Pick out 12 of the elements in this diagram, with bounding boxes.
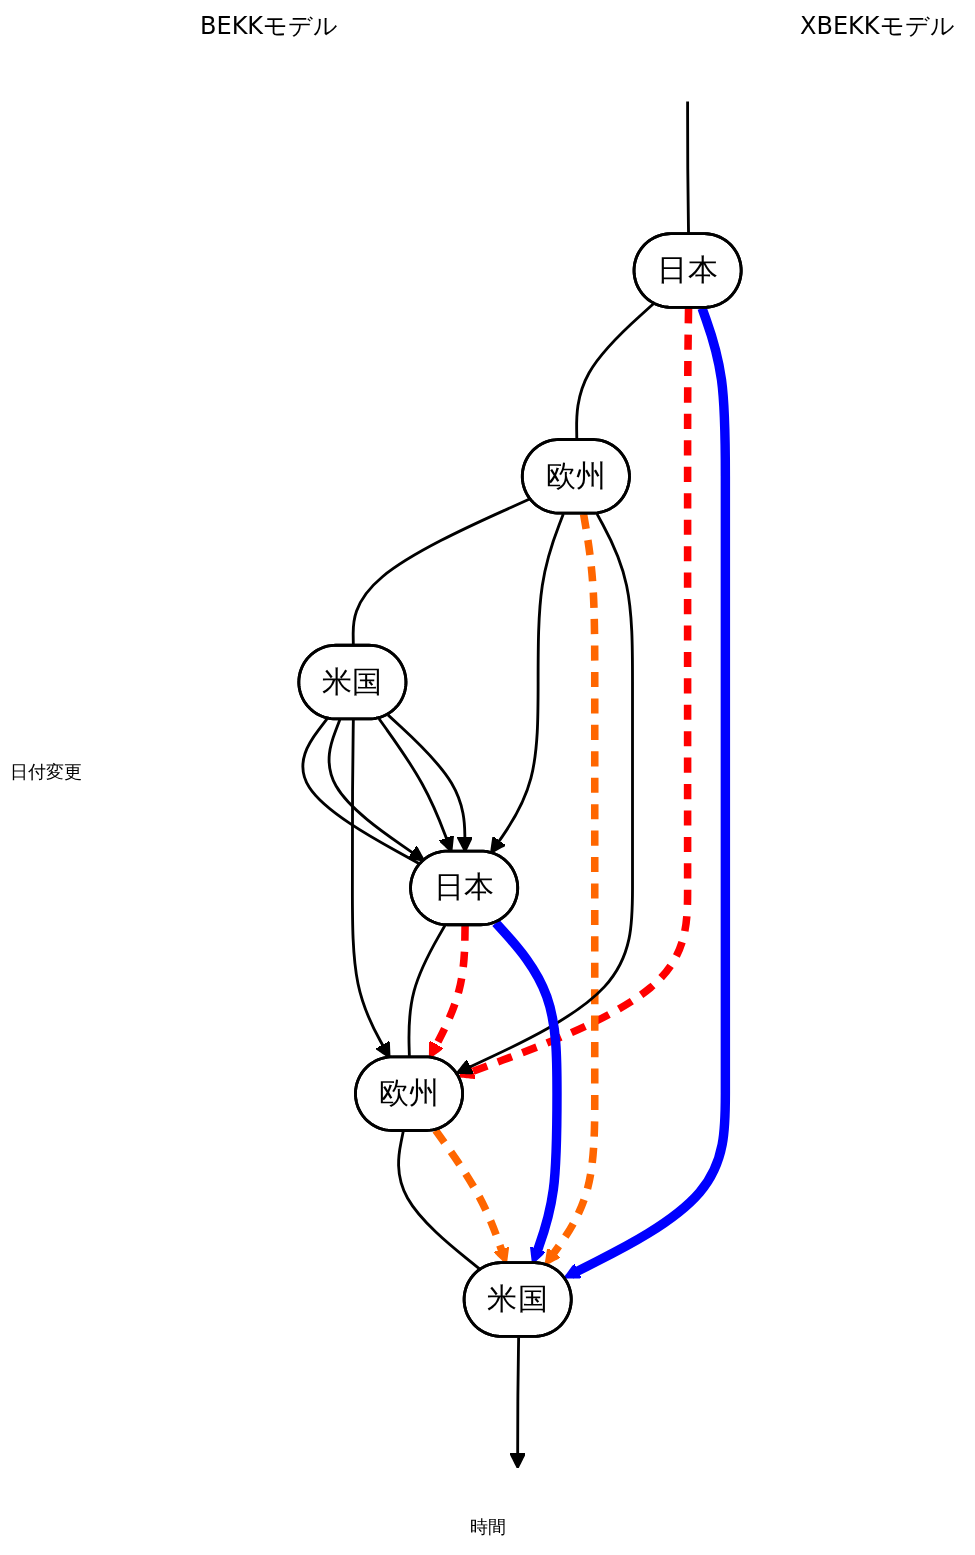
model-heading: XBEKKモデル	[800, 11, 955, 42]
arrow	[544, 513, 599, 1266]
arrow	[350, 719, 391, 1059]
model-heading: BEKKモデル	[200, 11, 339, 42]
arrow	[458, 308, 693, 1080]
time-axis-label: 時間	[469, 1516, 506, 1537]
connector	[301, 717, 422, 866]
arrow	[327, 719, 426, 862]
arrow	[509, 1337, 526, 1470]
arrow	[455, 513, 634, 1075]
date-change-label: 日付変更	[10, 761, 82, 782]
arrow	[490, 513, 565, 854]
